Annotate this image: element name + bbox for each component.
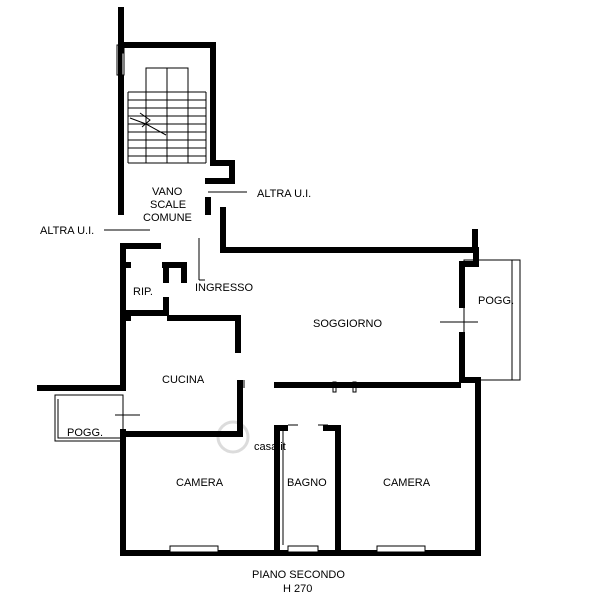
label-cucina: CUCINA xyxy=(162,374,205,386)
stairwell xyxy=(116,7,235,215)
window xyxy=(376,545,426,553)
apartment-walls xyxy=(37,207,481,556)
balconies xyxy=(54,259,521,442)
label-camera-right: CAMERA xyxy=(383,477,431,489)
height-label: H 270 xyxy=(283,583,312,595)
label-vano: VANO xyxy=(152,186,183,198)
leader-lines xyxy=(104,191,247,231)
window xyxy=(121,52,125,76)
watermark-text: casa.it xyxy=(254,441,286,453)
room-labels: VANO SCALE COMUNE ALTRA U.I. ALTRA U.I. … xyxy=(40,186,514,489)
interior-walls xyxy=(125,262,461,551)
plan-footer: PIANO SECONDO H 270 xyxy=(252,569,345,595)
label-ripostiglio: RIP. xyxy=(133,286,153,298)
floor-label: PIANO SECONDO xyxy=(252,569,345,581)
label-altra-ui-right: ALTRA U.I. xyxy=(257,188,311,200)
label-poggiolo-right: POGG. xyxy=(478,295,514,307)
window xyxy=(287,545,319,553)
label-camera-left: CAMERA xyxy=(176,477,224,489)
window xyxy=(169,545,219,553)
label-soggiorno: SOGGIORNO xyxy=(313,318,383,330)
windows xyxy=(121,52,426,553)
label-poggiolo-left: POGG. xyxy=(67,427,103,439)
label-comune: COMUNE xyxy=(143,212,192,224)
stair-treads xyxy=(127,91,207,164)
label-bagno: BAGNO xyxy=(287,477,327,489)
label-altra-ui-left: ALTRA U.I. xyxy=(40,225,94,237)
label-ingresso: INGRESSO xyxy=(195,282,254,294)
label-scale: SCALE xyxy=(150,199,186,211)
